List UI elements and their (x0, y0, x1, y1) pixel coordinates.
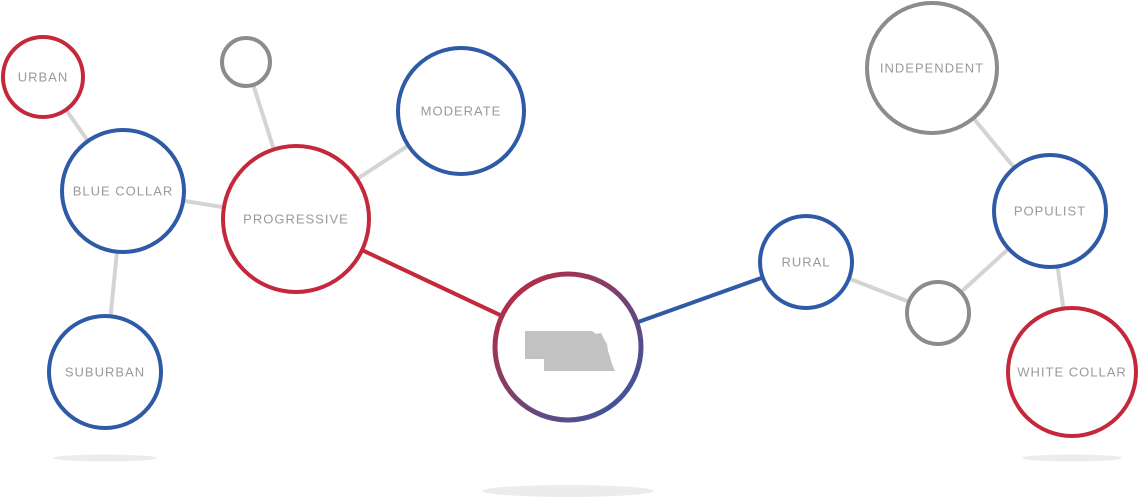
node-urban[interactable]: URBAN (1, 35, 85, 119)
node-moderate-label: MODERATE (421, 104, 502, 119)
shadow-center (482, 485, 654, 497)
node-populist-circle (992, 153, 1108, 269)
nebraska-state-icon (525, 331, 615, 371)
node-moderate-circle (396, 46, 526, 176)
node-small-gray-right[interactable] (905, 280, 971, 346)
node-urban-label: URBAN (18, 70, 69, 85)
node-rural[interactable]: RURAL (758, 214, 854, 310)
node-populist[interactable]: POPULIST (992, 153, 1108, 269)
node-independent-circle (865, 1, 999, 135)
node-moderate[interactable]: MODERATE (396, 46, 526, 176)
node-progressive-circle (221, 144, 371, 294)
node-suburban[interactable]: SUBURBAN (47, 314, 163, 430)
node-white-collar-label: WHITE COLLAR (1017, 365, 1127, 380)
node-rural-label: RURAL (781, 255, 830, 270)
node-white-collar-circle (1006, 306, 1138, 438)
node-center[interactable] (492, 271, 644, 423)
node-blue-collar[interactable]: BLUE COLLAR (60, 128, 186, 254)
node-rural-circle (758, 214, 854, 310)
node-small-gray-left[interactable] (220, 36, 272, 88)
node-small-gray-left-circle (220, 36, 272, 88)
shadow-right (1022, 454, 1122, 462)
node-blue-collar-label: BLUE COLLAR (73, 184, 174, 199)
node-blue-collar-circle (60, 128, 186, 254)
node-suburban-circle (47, 314, 163, 430)
node-suburban-label: SUBURBAN (65, 365, 145, 380)
node-populist-label: POPULIST (1014, 204, 1086, 219)
node-independent-label: INDEPENDENT (880, 61, 984, 76)
node-independent[interactable]: INDEPENDENT (865, 1, 999, 135)
node-progressive-label: PROGRESSIVE (243, 212, 349, 227)
shadow-left (53, 454, 157, 462)
ground-shadows (53, 454, 1122, 497)
node-white-collar[interactable]: WHITE COLLAR (1006, 306, 1138, 438)
node-small-gray-right-circle (905, 280, 971, 346)
node-urban-circle (1, 35, 85, 119)
nodes: URBAN BLUE COLLAR SUBURBAN PROGRESSIVE M… (1, 1, 1138, 438)
node-progressive[interactable]: PROGRESSIVE (221, 144, 371, 294)
